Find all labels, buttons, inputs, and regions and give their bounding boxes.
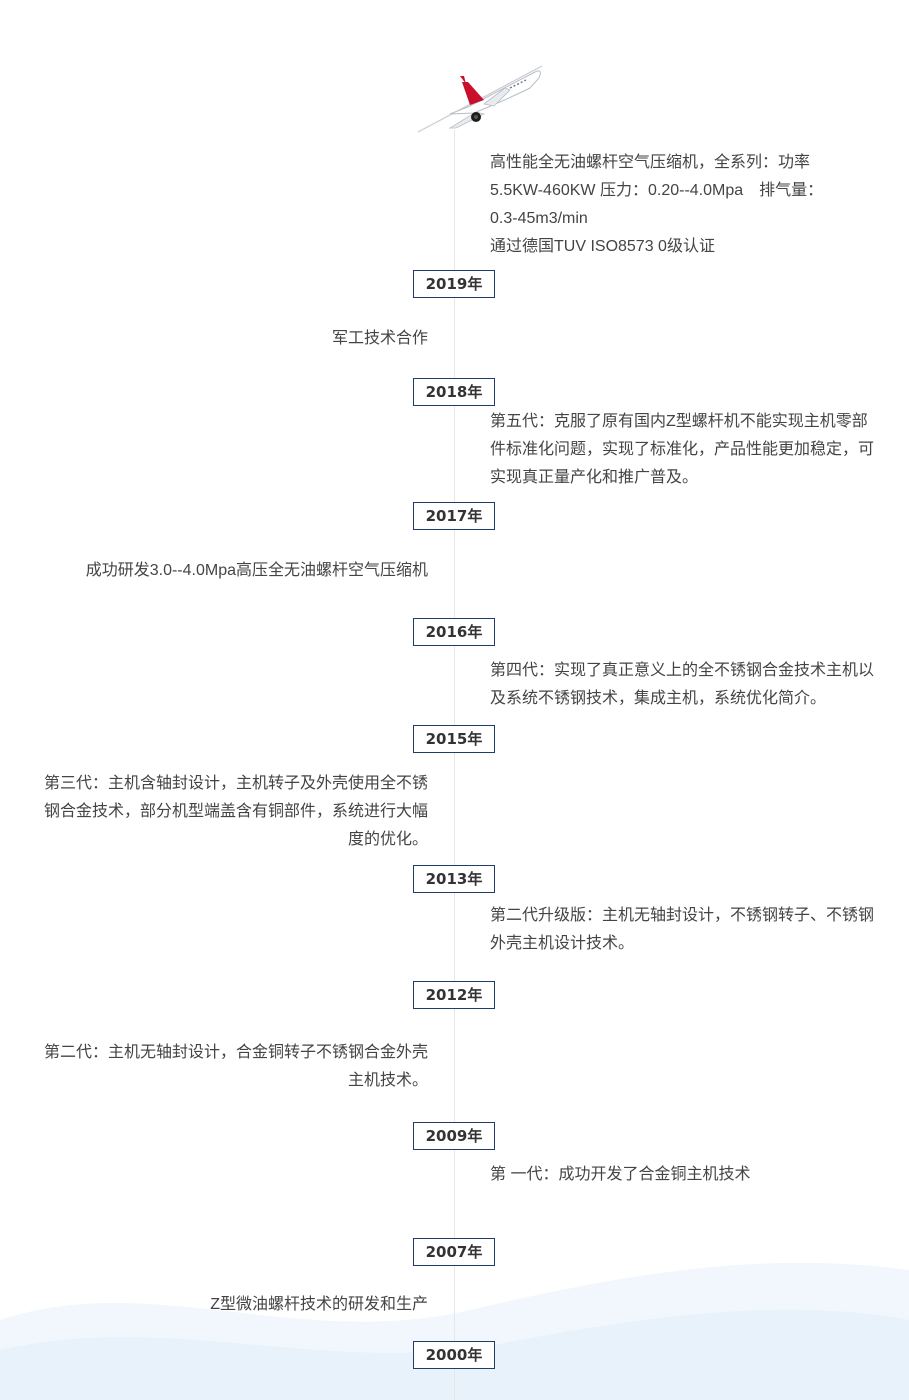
milestone-2009: 第 一代：成功开发了合金铜主机技术 [490, 1166, 751, 1183]
milestone-2019: 军工技术合作 [331, 330, 428, 347]
milestone-2015: 第三代：主机含轴封设计，主机转子及外壳使用全不锈 钢合金技术，部分机型端盖含有铜… [43, 775, 428, 848]
timeline-axis [454, 130, 455, 1400]
intro-description: 高性能全无油螺杆空气压缩机，全系列：功率 5.5KW-460KW 压力：0.20… [490, 154, 824, 255]
year-badge-2018: 2018年 [413, 378, 495, 406]
year-badge-2013: 2013年 [413, 865, 495, 893]
year-badge-2017: 2017年 [413, 502, 495, 530]
milestone-2018: 第五代：克服了原有国内Z型螺杆机不能实现主机零部 件标准化问题，实现了标准化，产… [490, 413, 875, 486]
milestone-2017: 成功研发3.0--4.0Mpa高压全无油螺杆空气压缩机 [85, 562, 428, 579]
milestone-2016: 第四代：实现了真正意义上的全不锈钢合金技术主机以 及系统不锈钢技术，集成主机，系… [490, 662, 875, 707]
year-badge-2000: 2000年 [413, 1341, 495, 1369]
milestone-2007: Z型微油螺杆技术的研发和生产 [210, 1296, 428, 1313]
year-badge-2012: 2012年 [413, 981, 495, 1009]
year-badge-2015: 2015年 [413, 725, 495, 753]
airplane-icon [417, 65, 543, 133]
year-badge-2007: 2007年 [413, 1238, 495, 1266]
year-badge-2016: 2016年 [413, 618, 495, 646]
year-badge-2009: 2009年 [413, 1122, 495, 1150]
year-badge-2019: 2019年 [413, 270, 495, 298]
milestone-2013: 第二代升级版：主机无轴封设计，不锈钢转子、不锈钢 外壳主机设计技术。 [490, 907, 875, 952]
milestone-2012: 第二代：主机无轴封设计，合金铜转子不锈钢合金外壳 主机技术。 [43, 1044, 428, 1089]
